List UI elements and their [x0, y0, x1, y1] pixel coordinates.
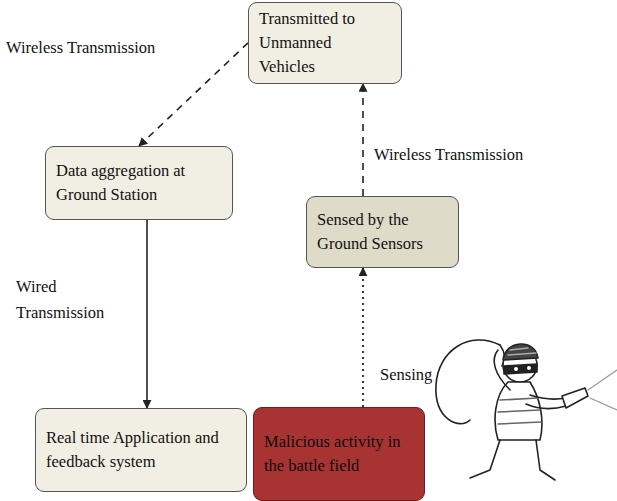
node-text: Sensed by the Ground Sensors — [317, 208, 448, 256]
process-box: Data aggregation at Ground Station — [45, 146, 233, 220]
connector-arrow — [362, 268, 364, 407]
connector-arrow — [362, 84, 364, 196]
node-text: Transmitted to Unmanned Vehicles — [259, 7, 391, 79]
event-box: Malicious activity in the battle field — [253, 407, 425, 501]
process-box: Real time Application and feedback syste… — [35, 408, 247, 492]
relay-box: Transmitted to Unmanned Vehicles — [248, 2, 402, 84]
node-text: Real time Application and feedback syste… — [46, 426, 236, 474]
edge-label: Wireless Transmission — [372, 142, 525, 168]
edge-label: Wireless Transmission — [4, 35, 157, 61]
node-text: Malicious activity in the battle field — [264, 430, 414, 478]
sensor-box: Sensed by the Ground Sensors — [306, 196, 459, 268]
node-text: Data aggregation at Ground Station — [56, 159, 222, 207]
connector-arrow — [146, 220, 148, 408]
edge-label: Sensing — [378, 362, 434, 388]
edge-label: Wired Transmission — [14, 274, 128, 327]
